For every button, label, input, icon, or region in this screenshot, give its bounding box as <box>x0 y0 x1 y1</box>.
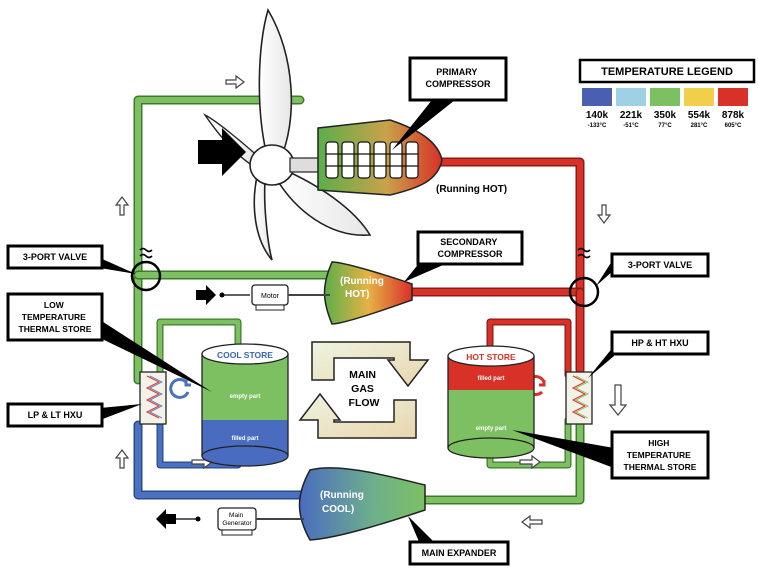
legend-swatches: 140k -133°C 221k -51°C 350k 77°C 554k 281°C 878k… <box>582 88 748 129</box>
callout-low-temp-store: LOW TEMPERATURE THERMAL STORE <box>6 292 212 392</box>
gas-flow-line2: GAS <box>351 383 374 395</box>
callout-valve-right: 3-PORT VALVE <box>596 252 710 286</box>
svg-text:3-PORT VALVE: 3-PORT VALVE <box>23 252 87 262</box>
hot-store-lower: empty part <box>476 426 507 432</box>
break-icon <box>139 247 153 259</box>
expander-state-line2: COOL) <box>322 504 354 515</box>
callout-valve-left: 3-PORT VALVE <box>6 244 136 274</box>
motor-label: Motor <box>261 293 280 300</box>
callout-hp-ht-hxu: HP & HT HXU <box>588 330 710 378</box>
legend-temp-k: 221k <box>620 110 643 121</box>
wind-arrow-icon <box>198 128 246 176</box>
svg-text:MAIN GAS FLOW: MAIN GAS FLOW <box>349 369 380 409</box>
main-gas-flow: MAIN GAS FLOW <box>298 341 430 439</box>
arrow-right-icon <box>225 74 245 90</box>
turbine-blade <box>253 171 273 261</box>
callout-high-temp-store: HIGH TEMPERATURE THERMAL STORE <box>512 430 710 480</box>
svg-text:(Running HOT): (Running HOT) <box>340 276 387 300</box>
svg-text:LOW TEMPERATURE TH: LOW TEMPERATURE THERMAL STORE <box>19 300 92 334</box>
svg-text:HP & HT HXU: HP & HT HXU <box>631 338 688 348</box>
compressor-cylinders <box>325 141 419 179</box>
hot-store: HOT STORE filled part empty part <box>447 345 535 459</box>
arrow-down-icon <box>596 204 612 224</box>
callout-secondary-compressor: SECONDARY COMPRESSOR <box>404 230 524 282</box>
legend-temp-k: 140k <box>586 110 609 121</box>
main-generator: Main Generator <box>156 507 304 536</box>
legend-swatch <box>684 88 714 106</box>
legend-swatch <box>582 88 612 106</box>
generator-line1: Main <box>229 512 243 519</box>
secondary-state-line1: (Running <box>340 276 384 287</box>
secondary-state-line2: HOT) <box>345 289 369 300</box>
primary-state: (Running HOT) <box>436 184 507 195</box>
hot-store-title: HOT STORE <box>466 352 516 362</box>
legend-temp-c: 77°C <box>658 123 672 129</box>
cool-store-lower: filled part <box>231 436 258 442</box>
lp-lt-hxu <box>139 371 191 425</box>
svg-text:LP & LT HXU: LP & LT HXU <box>28 410 83 420</box>
break-icon <box>577 247 591 259</box>
turbine-shaft <box>289 157 323 173</box>
legend-temp-c: 281°C <box>691 123 708 129</box>
hot-store-upper: filled part <box>477 376 504 382</box>
callout-lp-lt-hxu: LP & LT HXU <box>6 402 142 428</box>
svg-text:Main Generator: Main Generator <box>222 512 252 527</box>
svg-text:3-PORT VALVE: 3-PORT VALVE <box>628 260 692 270</box>
svg-text:HIGH TEMPERATURE T: HIGH TEMPERATURE THERMAL STORE <box>624 438 697 472</box>
callout-primary-compressor: PRIMARY COMPRESSOR <box>392 56 508 150</box>
temperature-legend: TEMPERATURE LEGEND 140k -133°C 221k -51°C 35… <box>578 58 756 129</box>
cool-store: COOL STORE empty part filled part <box>201 343 289 467</box>
generator-line2: Generator <box>222 520 252 527</box>
arrow-left-icon <box>521 514 543 530</box>
flow-arrows <box>114 74 628 530</box>
gas-flow-line1: MAIN <box>349 369 376 381</box>
arrow-down-icon <box>608 384 628 416</box>
legend-temp-k: 350k <box>654 110 677 121</box>
legend-temp-c: -51°C <box>623 123 639 129</box>
legend-swatch <box>616 88 646 106</box>
valve-right <box>568 247 600 308</box>
legend-swatch <box>650 88 680 106</box>
valve-left <box>130 247 162 292</box>
legend-temp-c: -133°C <box>588 123 607 129</box>
arrow-up-icon <box>114 196 130 216</box>
hp-ht-hxu <box>525 371 593 425</box>
legend-swatch <box>718 88 748 106</box>
cycle-icon <box>169 377 191 399</box>
callout-main-expander: MAIN EXPANDER <box>408 516 510 566</box>
legend-title: TEMPERATURE LEGEND <box>601 66 733 78</box>
arrow-right-icon <box>519 454 541 470</box>
expander-state-line1: (Running <box>320 490 364 501</box>
pipe-hot-primary <box>435 157 585 297</box>
cool-store-title: COOL STORE <box>217 350 273 360</box>
cool-store-upper: empty part <box>230 394 261 400</box>
primary-compressor: (Running HOT) <box>317 119 507 196</box>
svg-text:(Running COOL): (Running COOL) <box>320 490 367 515</box>
output-arrow-icon <box>156 509 176 529</box>
legend-temp-k: 554k <box>688 110 711 121</box>
legend-temp-k: 878k <box>722 110 745 121</box>
main-expander: (Running COOL) <box>298 467 426 541</box>
input-arrow-icon <box>196 285 216 305</box>
arrow-up-icon <box>114 449 130 469</box>
svg-text:SECONDARY COMPRESSOR: SECONDARY COMPRESSOR <box>437 237 503 259</box>
svg-text:MAIN EXPANDER: MAIN EXPANDER <box>422 548 497 558</box>
motor: Motor <box>196 284 330 311</box>
gas-flow-line3: FLOW <box>349 397 380 409</box>
turbine-hub <box>249 144 295 186</box>
svg-text:PRIMARY COMPRESSOR: PRIMARY COMPRESSOR <box>425 67 491 89</box>
secondary-compressor: (Running HOT) <box>323 261 413 325</box>
turbine-blade <box>258 8 293 161</box>
legend-temp-c: 605°C <box>725 123 742 129</box>
